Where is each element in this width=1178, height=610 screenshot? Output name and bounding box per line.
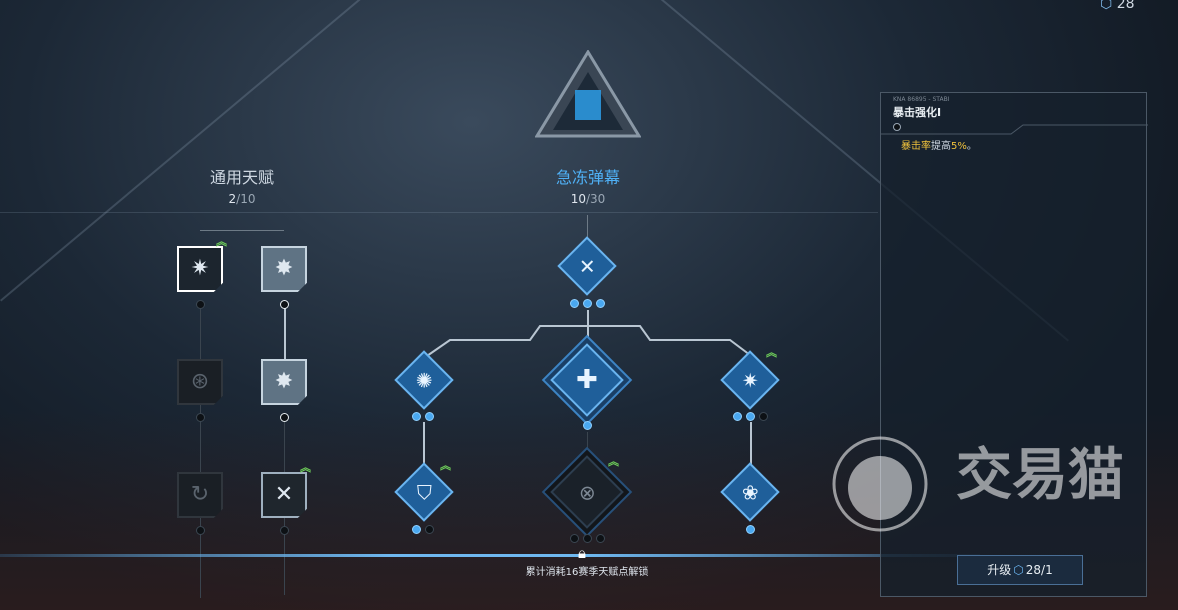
unlock-threshold-bar <box>0 554 980 557</box>
lock-icon: 🔒︎ <box>578 544 586 562</box>
spec-tree-count: 10/30 <box>570 192 606 206</box>
talent-point-icon: ⬡ <box>1100 0 1113 12</box>
talent-icon: ✸ <box>274 369 294 394</box>
spec-node-root[interactable]: ✕ <box>557 236 617 296</box>
talent-node[interactable]: ✕ <box>261 472 307 518</box>
spec-tree-title: 急冻弹幕 <box>555 168 620 187</box>
rank-pip <box>196 300 205 309</box>
upgrade-button[interactable]: 升级⬡28/1 <box>957 555 1083 585</box>
rank-pip <box>280 300 289 309</box>
talent-icon: ⛉ <box>416 480 432 504</box>
rank-pip <box>196 413 205 422</box>
talent-icon: ❀ <box>741 479 759 504</box>
detail-subtitle: KNA 86895 - STABI <box>893 96 950 103</box>
spec-emblem-icon <box>535 50 641 138</box>
rank-pip <box>570 534 579 543</box>
unlock-requirement: 累计消耗16赛季天赋点解锁 <box>525 567 649 578</box>
rank-pip <box>596 534 605 543</box>
talent-node-crit-boost[interactable]: ✷ <box>177 246 223 292</box>
rank-pip <box>196 526 205 535</box>
level-indicator <box>893 123 901 131</box>
detail-description: 暴击率提高5%。 <box>901 141 977 152</box>
tree-connector <box>423 325 755 359</box>
upgrade-arrow-icon: ︽ <box>608 455 619 468</box>
rank-pip <box>746 525 755 534</box>
talent-points: ⬡ 28 <box>1100 0 1135 12</box>
rank-pip <box>583 534 592 543</box>
talent-node[interactable]: ✸ <box>261 359 307 405</box>
talent-icon: ✺ <box>415 367 433 392</box>
tree-connector <box>587 310 589 345</box>
upgrade-arrow-icon: ︽ <box>440 459 451 472</box>
rank-pip <box>746 412 755 421</box>
upgrade-arrow-icon: ︽ <box>216 235 227 248</box>
talent-icon: ✕ <box>578 253 596 278</box>
tree-connector <box>587 432 588 462</box>
rank-pip <box>570 299 579 308</box>
divider <box>0 212 878 213</box>
rank-pip <box>425 525 434 534</box>
talent-node-locked[interactable]: ↻ <box>177 472 223 518</box>
tree-connector <box>284 308 286 363</box>
rank-pip <box>583 421 592 430</box>
rank-pip <box>583 299 592 308</box>
talent-icon: ✷ <box>741 367 759 392</box>
detail-title: 暴击强化I <box>893 106 942 119</box>
tree-connector <box>750 422 752 467</box>
tree-connector <box>587 215 588 240</box>
tree-connector <box>200 308 201 598</box>
upgrade-arrow-icon: ︽ <box>766 346 777 359</box>
talent-icon: ✕ <box>274 482 294 507</box>
rank-pip <box>759 412 768 421</box>
talent-icon: ⊛ <box>190 369 210 394</box>
rank-pip <box>412 525 421 534</box>
talent-node[interactable]: ✸ <box>261 246 307 292</box>
general-tree-title: 通用天赋 <box>209 168 274 187</box>
general-tree-count: 2/10 <box>228 192 256 206</box>
talent-icon: ✷ <box>190 256 210 281</box>
tree-connector <box>200 230 284 231</box>
watermark-logo-icon <box>832 436 928 532</box>
talent-icon: ✚ <box>576 364 598 395</box>
rank-pip <box>733 412 742 421</box>
rank-pip <box>280 413 289 422</box>
rank-pip <box>412 412 421 421</box>
talent-detail-panel: KNA 86895 - STABI 暴击强化I 暴击率提高5%。 升级⬡28/1 <box>880 92 1148 597</box>
rank-pip <box>280 526 289 535</box>
talent-icon: ⊗ <box>578 479 596 504</box>
tree-connector <box>423 422 425 467</box>
rank-pip <box>425 412 434 421</box>
talent-icon: ↻ <box>190 482 210 507</box>
talent-icon: ✸ <box>274 256 294 281</box>
talent-node-locked[interactable]: ⊛ <box>177 359 223 405</box>
rank-pip <box>596 299 605 308</box>
upgrade-arrow-icon: ︽ <box>300 461 311 474</box>
talent-point-icon: ⬡ <box>1013 563 1024 577</box>
detail-divider <box>881 124 1148 135</box>
